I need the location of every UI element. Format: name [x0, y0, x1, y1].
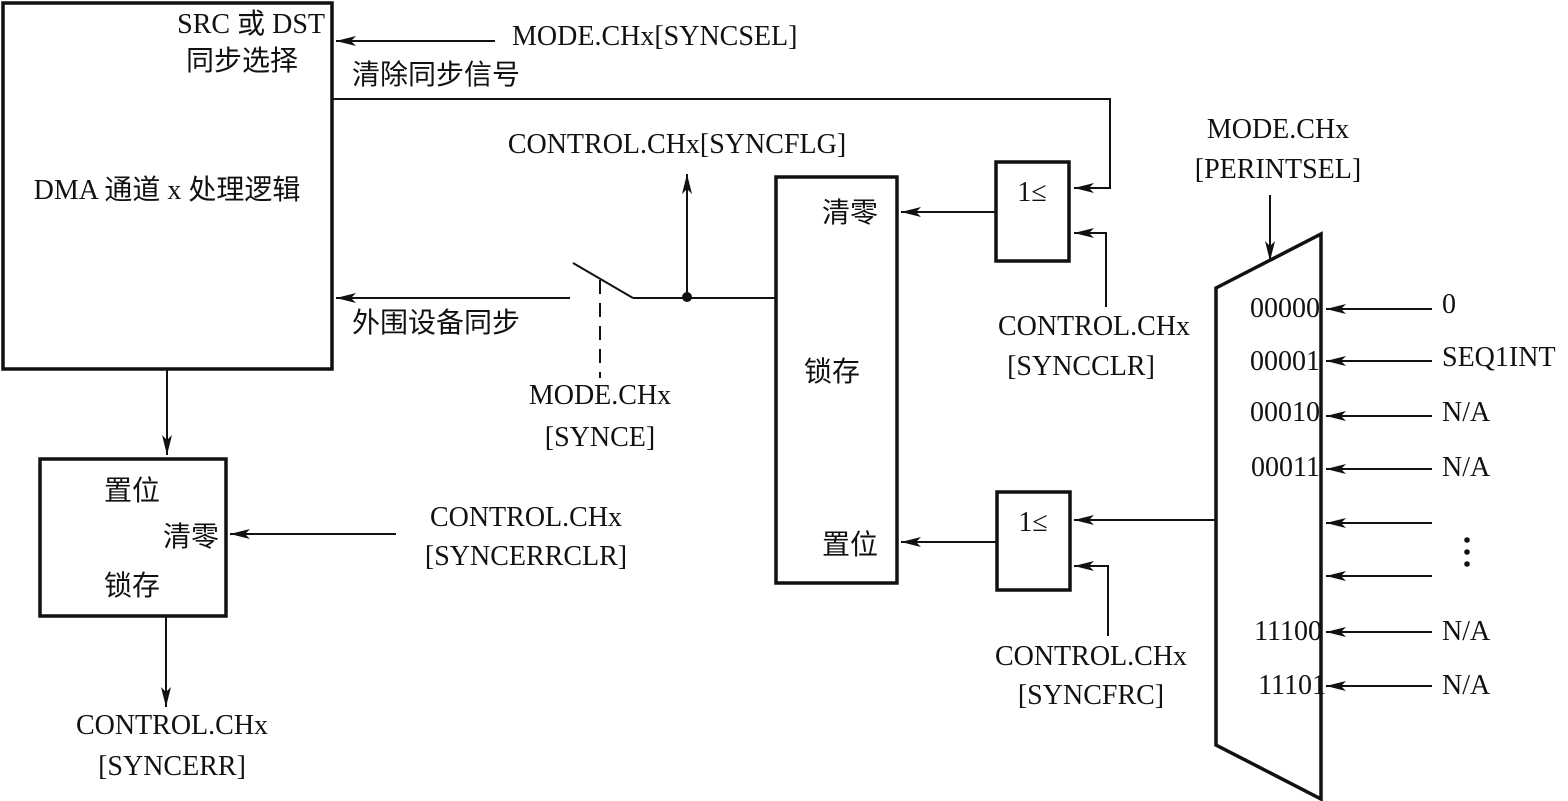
mux-code: 00000	[1250, 293, 1320, 324]
perintsel-label-1: MODE.CHx	[1207, 114, 1349, 145]
mux-source: 0	[1442, 289, 1456, 320]
mux-input-2: 00010 N/A	[1250, 397, 1491, 428]
syncerr-label-2: [SYNCERR]	[98, 751, 246, 782]
mux-code: 00001	[1250, 346, 1320, 377]
mux-ellipsis	[1464, 537, 1470, 567]
error-latch: 置位 清零 锁存	[38, 457, 228, 618]
synce-label-2: [SYNCE]	[545, 422, 655, 453]
peripheral-mux	[1214, 231, 1323, 801]
mux-input-0: 00000 0	[1250, 289, 1456, 324]
clear-sync-line	[332, 98, 1111, 193]
sync-select-label-2: 同步选择	[186, 45, 298, 77]
mux-source: N/A	[1442, 616, 1491, 647]
mux-code: 00011	[1251, 452, 1320, 483]
error-latch-latch: 锁存	[104, 570, 160, 602]
ellipsis-dot	[1464, 549, 1470, 555]
syncfrc-label-2: [SYNCFRC]	[1018, 680, 1164, 711]
or-gate-clear-symbol: 1≤	[1017, 177, 1046, 208]
syncflg-label: CONTROL.CHx[SYNCFLG]	[508, 129, 846, 160]
or-gate-set-symbol: 1≤	[1018, 507, 1047, 538]
mux-code: 11100	[1254, 616, 1322, 647]
clear-sync-label: 清除同步信号	[352, 59, 520, 91]
main-latch-set: 置位	[822, 529, 878, 561]
dma-block-title: DMA 通道 x 处理逻辑	[34, 174, 301, 206]
sync-enable-switch	[572, 262, 634, 299]
syncfrc-arrow	[1074, 561, 1109, 636]
error-latch-clear: 清零	[163, 521, 219, 553]
or-gate-set: 1≤	[995, 490, 1072, 592]
syncerr-label-1: CONTROL.CHx	[76, 710, 268, 741]
mux-code: 11101	[1258, 670, 1326, 701]
mux-input-7: 11101 N/A	[1258, 670, 1491, 701]
mux-frame	[1214, 231, 1323, 801]
mux-source: N/A	[1442, 670, 1491, 701]
syncsel-label: MODE.CHx[SYNCSEL]	[512, 21, 797, 52]
main-latch-latch: 锁存	[804, 356, 860, 388]
syncclr-arrow	[1074, 228, 1107, 307]
or-gate-clear: 1≤	[994, 160, 1071, 263]
ellipsis-dot	[1464, 537, 1470, 543]
mux-input-3: 00011 N/A	[1251, 452, 1491, 483]
sync-select-label-1: SRC 或 DST	[177, 8, 325, 40]
syncfrc-label-1: CONTROL.CHx	[995, 641, 1187, 672]
main-latch: 清零 锁存 置位	[774, 175, 899, 585]
error-latch-set: 置位	[104, 475, 160, 507]
synce-label-1: MODE.CHx	[529, 380, 671, 411]
mux-source: N/A	[1442, 452, 1491, 483]
syncerrclr-label-2: [SYNCERRCLR]	[425, 541, 627, 572]
main-latch-frame	[774, 175, 899, 585]
mux-source: SEQ1INT	[1442, 342, 1556, 373]
syncclr-label-1: CONTROL.CHx	[998, 311, 1190, 342]
perintsel-label-2: [PERINTSEL]	[1195, 154, 1361, 185]
syncerrclr-label-1: CONTROL.CHx	[430, 502, 622, 533]
syncclr-label-2: [SYNCCLR]	[1007, 351, 1155, 382]
dma-channel-block: SRC 或 DST 同步选择 DMA 通道 x 处理逻辑	[1, 1, 334, 371]
ellipsis-dot	[1464, 561, 1470, 567]
mux-source: N/A	[1442, 397, 1491, 428]
mux-code: 00010	[1250, 397, 1320, 428]
periph-sync-label: 外围设备同步	[352, 307, 520, 339]
main-latch-clear: 清零	[822, 197, 878, 229]
error-latch-frame	[38, 457, 228, 618]
mux-input-6: 11100 N/A	[1254, 616, 1491, 647]
mux-input-1: 00001 SEQ1INT	[1250, 342, 1556, 377]
